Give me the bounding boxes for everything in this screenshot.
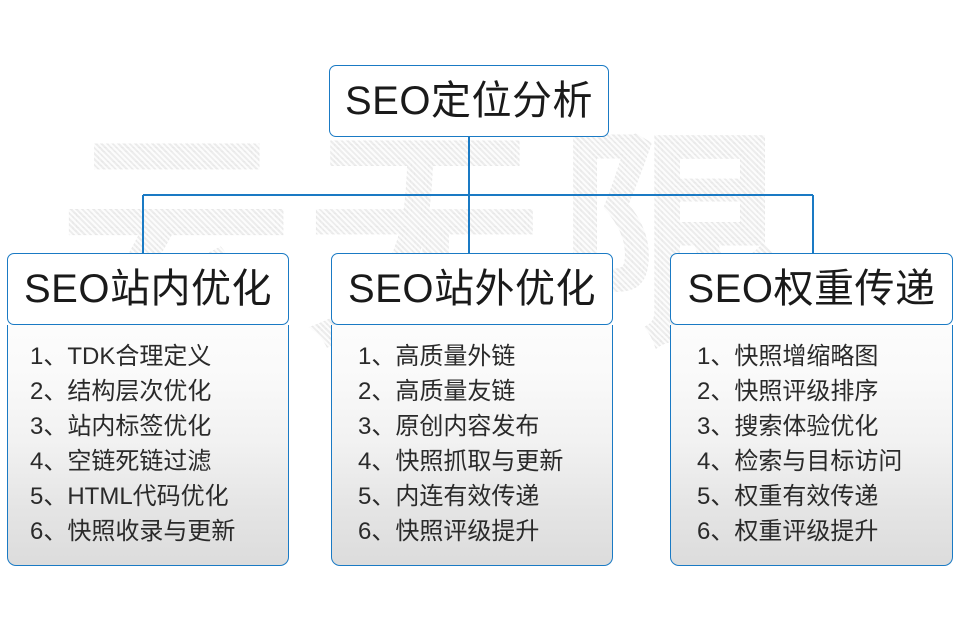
list-item: 2、结构层次优化	[30, 378, 212, 405]
list-item: 3、原创内容发布	[358, 413, 540, 440]
branch-list-weight-transfer: 1、快照增缩略图 2、快照评级排序 3、搜索体验优化 4、检索与目标访问 5、权…	[670, 325, 953, 566]
list-item: 4、检索与目标访问	[697, 448, 903, 475]
branch-header-label: SEO权重传递	[687, 267, 936, 311]
root-node-label: SEO定位分析	[345, 79, 593, 123]
list-item: 1、高质量外链	[358, 343, 516, 370]
branch-list-on-site: 1、TDK合理定义 2、结构层次优化 3、站内标签优化 4、空链死链过滤 5、H…	[7, 325, 289, 566]
list-item: 6、快照评级提升	[358, 518, 540, 545]
branch-column-on-site: SEO站内优化 1、TDK合理定义 2、结构层次优化 3、站内标签优化 4、空链…	[7, 253, 289, 566]
list-item: 3、站内标签优化	[30, 413, 212, 440]
list-item: 3、搜索体验优化	[697, 413, 879, 440]
branch-header-off-site[interactable]: SEO站外优化	[331, 253, 613, 325]
list-item: 6、权重评级提升	[697, 518, 879, 545]
list-item: 1、TDK合理定义	[30, 343, 212, 370]
root-node[interactable]: SEO定位分析	[329, 65, 609, 137]
branch-list-off-site: 1、高质量外链 2、高质量友链 3、原创内容发布 4、快照抓取与更新 5、内连有…	[331, 325, 613, 566]
list-item: 2、快照评级排序	[697, 378, 879, 405]
branch-column-off-site: SEO站外优化 1、高质量外链 2、高质量友链 3、原创内容发布 4、快照抓取与…	[331, 253, 613, 566]
list-item: 1、快照增缩略图	[697, 343, 879, 370]
list-item: 5、权重有效传递	[697, 483, 879, 510]
branch-header-label: SEO站内优化	[24, 267, 272, 311]
branch-header-on-site[interactable]: SEO站内优化	[7, 253, 289, 325]
list-item: 2、高质量友链	[358, 378, 516, 405]
list-item: 5、内连有效传递	[358, 483, 540, 510]
branch-header-label: SEO站外优化	[348, 267, 596, 311]
list-item: 4、快照抓取与更新	[358, 448, 564, 475]
branch-header-weight-transfer[interactable]: SEO权重传递	[670, 253, 953, 325]
list-item: 4、空链死链过滤	[30, 448, 212, 475]
branch-column-weight-transfer: SEO权重传递 1、快照增缩略图 2、快照评级排序 3、搜索体验优化 4、检索与…	[670, 253, 953, 566]
list-item: 6、快照收录与更新	[30, 518, 236, 545]
list-item: 5、HTML代码优化	[30, 483, 229, 510]
